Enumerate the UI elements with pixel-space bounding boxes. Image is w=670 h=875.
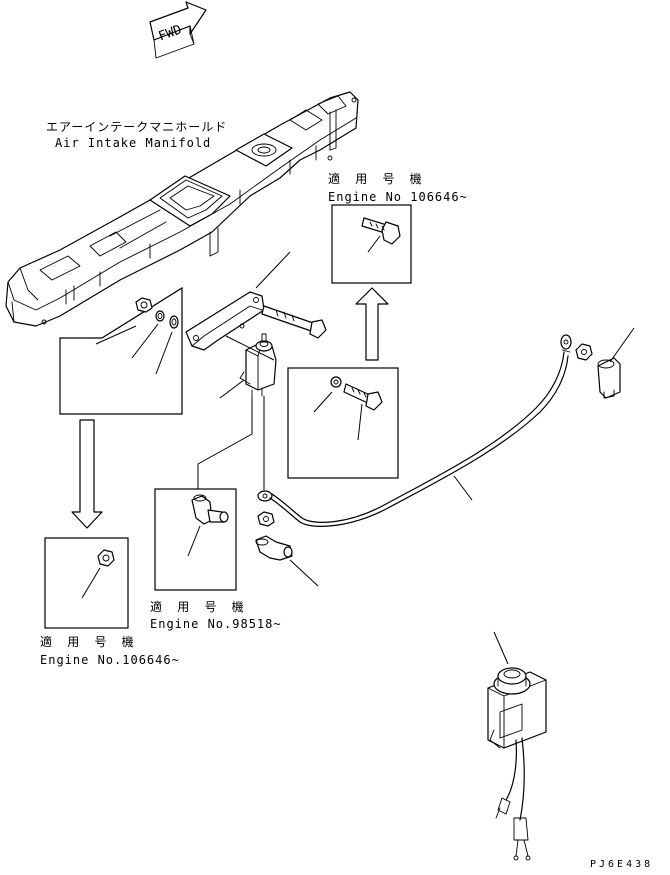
nut-icon <box>97 549 115 567</box>
cable-nut <box>575 343 593 361</box>
callout-box-lower-left <box>44 537 129 629</box>
down-arrow-icon <box>71 419 103 529</box>
hex-nut <box>257 511 275 527</box>
bolt-icon <box>361 217 401 245</box>
drawing-code: PJ6E438 <box>590 859 653 870</box>
manifold-label-jp: エアーインテークマニホールド <box>46 120 227 134</box>
washer-bolt-icon <box>330 376 383 411</box>
rubber-boot <box>255 535 293 561</box>
callout-lower-mid-jp: 適 用 号 機 <box>150 599 248 614</box>
mounting-bracket <box>185 291 265 351</box>
terminal-ring <box>257 490 273 502</box>
callout-lower-mid-en: Engine No.98518~ <box>150 617 282 631</box>
callout-top-right-en: Engine No 106646~ <box>328 190 468 204</box>
battery-cable <box>269 334 572 527</box>
switch-unit <box>239 333 277 399</box>
callout-box-top-right <box>331 204 412 284</box>
callout-box-middle <box>287 367 399 479</box>
callout-box-left <box>59 286 183 415</box>
nut-washer-icon <box>135 297 179 329</box>
switch-assembly <box>487 667 547 861</box>
wire-lead-left <box>197 398 253 490</box>
elbow-terminal-icon <box>191 494 229 525</box>
fwd-arrow-icon: FWD <box>149 1 207 59</box>
terminal-cap <box>597 357 621 399</box>
air-intake-manifold <box>5 91 359 327</box>
long-bolt <box>261 305 327 339</box>
callout-lower-left-en: Engine No.106646~ <box>40 653 180 667</box>
manifold-label-en: Air Intake Manifold <box>55 136 211 150</box>
up-arrow-icon <box>355 287 389 361</box>
callout-top-right-jp: 適 用 号 機 <box>328 171 426 186</box>
callout-lower-left-jp: 適 用 号 機 <box>40 634 138 649</box>
